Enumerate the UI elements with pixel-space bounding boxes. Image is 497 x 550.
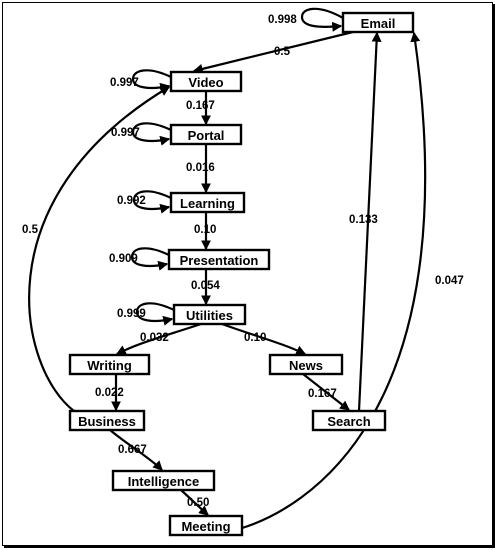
edge-label-learning-presentation: 0.10 (194, 224, 216, 236)
node-label-utilities: Utilities (186, 308, 233, 323)
node-label-intelligence: Intelligence (128, 474, 200, 489)
node-box-meeting (168, 514, 244, 537)
node-meeting: Meeting (168, 514, 244, 537)
edge-label-intelligence-meeting: 0.50 (187, 497, 209, 509)
node-label-meeting: Meeting (181, 519, 230, 534)
edge-label-business-video: 0.5 (22, 224, 39, 236)
edge-label-video-portal: 0.167 (186, 100, 215, 112)
node-utilities: Utilities (172, 303, 247, 326)
node-video: Video (169, 70, 243, 93)
node-box-writing (68, 353, 151, 376)
edge-intelligence-meeting (180, 489, 209, 516)
edge-label-utilities-writing: 0.032 (140, 332, 169, 344)
edge-label-news-search: 0.167 (308, 388, 337, 400)
edge-label-presentation-utilities: 0.054 (191, 280, 220, 292)
node-presentation: Presentation (167, 248, 271, 271)
node-box-intelligence (111, 469, 216, 492)
node-label-writing: Writing (87, 358, 132, 373)
edge-label-presentation-self: 0.909 (109, 253, 138, 265)
node-label-search: Search (327, 414, 370, 429)
edge-utilities-news (221, 322, 307, 355)
edge-label-utilities-self: 0.999 (117, 308, 146, 320)
edge-label-search-email: 0.133 (349, 214, 378, 226)
node-box-search (311, 409, 387, 432)
node-business: Business (68, 409, 146, 432)
node-label-video: Video (188, 75, 223, 90)
edge-presentation-self (130, 247, 170, 271)
node-writing: Writing (68, 353, 151, 376)
node-label-presentation: Presentation (180, 253, 259, 268)
nodes-layer: EmailVideoPortalLearningPresentationUtil… (68, 11, 415, 537)
node-label-business: Business (78, 414, 136, 429)
edge-business-video (28, 86, 171, 412)
node-box-video (169, 70, 243, 93)
node-portal: Portal (169, 123, 243, 146)
edge-email-video (192, 30, 354, 74)
node-label-portal: Portal (188, 128, 225, 143)
edge-meeting-email (241, 31, 427, 530)
edge-labels-layer: 0.998 0.5 0.997 0.167 0.997 0.016 0.992 0.10 0.9… (22, 14, 464, 509)
node-box-email (341, 11, 415, 34)
node-label-news: News (289, 358, 323, 373)
edge-label-video-self: 0.997 (110, 77, 139, 89)
node-label-email: Email (361, 16, 396, 31)
edge-label-writing-business: 0.022 (95, 387, 124, 399)
node-news: News (268, 353, 344, 376)
node-box-presentation (167, 248, 271, 271)
edge-label-email-self: 0.998 (268, 14, 297, 26)
node-box-business (68, 409, 146, 432)
edge-business-intelligence (109, 429, 163, 471)
edge-search-email (357, 31, 382, 412)
edge-label-meeting-email: 0.047 (435, 275, 464, 287)
node-box-learning (169, 191, 246, 214)
edge-label-portal-learning: 0.016 (186, 162, 215, 174)
edge-news-search (302, 373, 350, 411)
node-label-learning: Learning (180, 196, 235, 211)
edge-utilities-self (135, 302, 175, 326)
diagram-frame (2, 2, 493, 546)
node-search: Search (311, 409, 387, 432)
edge-label-learning-self: 0.992 (117, 195, 146, 207)
edge-portal-self (131, 122, 172, 146)
edge-video-self (131, 69, 172, 93)
edge-label-portal-self: 0.997 (111, 127, 140, 139)
node-email: Email (341, 11, 415, 34)
edge-utilities-writing (115, 322, 202, 355)
edge-label-utilities-news: 0.10 (244, 332, 266, 344)
node-box-news (268, 353, 344, 376)
edges-layer (28, 7, 427, 530)
node-box-portal (169, 123, 243, 146)
edge-email-self (300, 7, 344, 32)
edge-label-email-video: 0.5 (274, 46, 291, 58)
edge-learning-self (132, 190, 172, 214)
node-box-utilities (172, 303, 247, 326)
node-learning: Learning (169, 191, 246, 214)
node-intelligence: Intelligence (111, 469, 216, 492)
edge-label-business-intelligence: 0.667 (118, 444, 147, 456)
